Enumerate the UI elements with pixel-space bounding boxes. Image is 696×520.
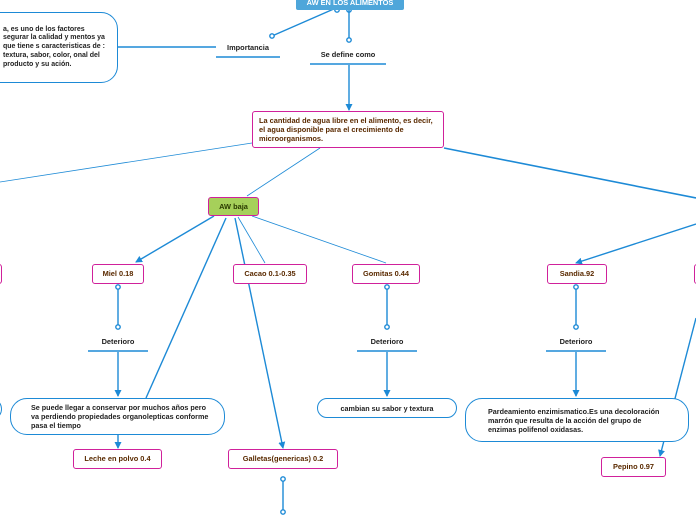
- connector-right-sandia: [575, 223, 696, 265]
- connector-awbaja-gomitas: [251, 215, 387, 264]
- gomitas-node[interactable]: Gomitas 0.44: [352, 264, 420, 284]
- connector-definicion-left: [0, 142, 253, 183]
- deterioro-label-sandia[interactable]: Deterioro: [559, 337, 593, 346]
- connector-dot: [384, 324, 390, 330]
- definicion-label[interactable]: Se define como: [320, 50, 376, 59]
- connector-dot: [115, 284, 121, 290]
- galletas-node[interactable]: Galletas(genericas) 0.2: [228, 449, 338, 469]
- connector-definicion-awbaja: [246, 147, 321, 197]
- importancia-label[interactable]: Importancia: [227, 43, 269, 52]
- connector-dot: [280, 509, 286, 515]
- connector-awbaja-leche: [145, 217, 227, 399]
- sandia-node[interactable]: Sandia.92: [547, 264, 607, 284]
- connector-awbaja-galletas: [234, 217, 286, 449]
- connector-dot: [346, 37, 352, 43]
- pepino-node[interactable]: Pepino 0.97: [601, 457, 666, 477]
- connector-title-importancia: [271, 7, 337, 37]
- connector-dot: [269, 33, 275, 39]
- conservar-box[interactable]: Se puede llegar a conservar por muchos a…: [10, 398, 225, 435]
- deterioro-label-gomitas[interactable]: Deterioro: [370, 337, 404, 346]
- partial-node-right[interactable]: [694, 264, 696, 284]
- connector-awbaja-cacao: [237, 216, 266, 264]
- connector-dot: [573, 284, 579, 290]
- cacao-node[interactable]: Cacao 0.1-0.35: [233, 264, 307, 284]
- conservar-text: Se puede llegar a conservar por muchos a…: [31, 403, 209, 430]
- connector-definicion-right: [443, 147, 696, 199]
- definicion-box[interactable]: La cantidad de agua libre en el alimento…: [252, 111, 444, 148]
- connector-dot: [573, 324, 579, 330]
- importancia-text-box[interactable]: a, es uno de los factores segurar la cal…: [0, 12, 118, 83]
- pardeamiento-text: Pardeamiento enzimismatico.Es una decolo…: [488, 406, 660, 434]
- sabor-box[interactable]: cambian su sabor y textura: [317, 398, 457, 418]
- pardeamiento-box[interactable]: Pardeamiento enzimismatico.Es una decolo…: [465, 398, 689, 442]
- importancia-text: a, es uno de los factores segurar la cal…: [3, 25, 105, 68]
- leche-node[interactable]: Leche en polvo 0.4: [73, 449, 162, 469]
- connector-dot: [280, 476, 286, 482]
- map-title[interactable]: AW EN LOS ALIMENTOS: [296, 0, 404, 10]
- connector-awbaja-miel: [135, 215, 215, 263]
- partial-node-left[interactable]: [0, 264, 2, 284]
- connector-dot: [384, 284, 390, 290]
- aw-baja-node[interactable]: AW baja: [208, 197, 259, 216]
- miel-node[interactable]: Miel 0.18: [92, 264, 144, 284]
- deterioro-label-miel[interactable]: Deterioro: [101, 337, 135, 346]
- definicion-text: La cantidad de agua libre en el alimento…: [259, 115, 433, 144]
- connector-dot: [115, 324, 121, 330]
- sabor-text: cambian su sabor y textura: [340, 403, 434, 413]
